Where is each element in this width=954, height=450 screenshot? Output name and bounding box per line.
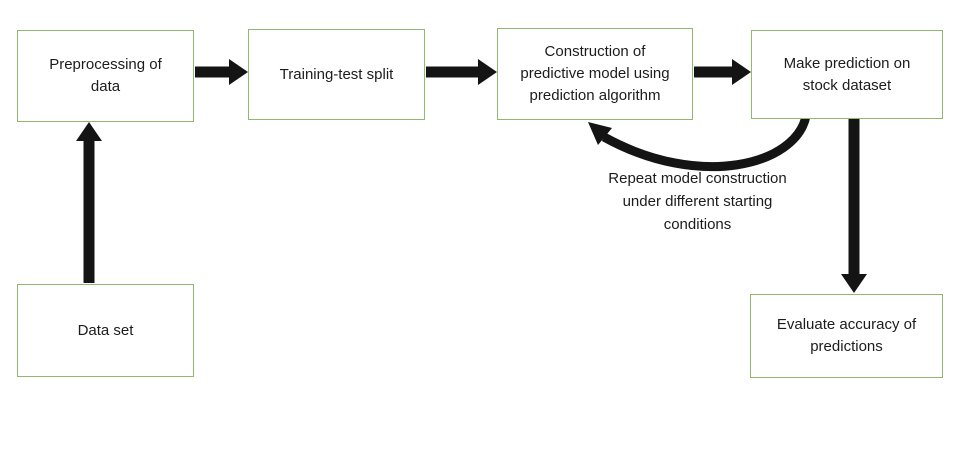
loop-annotation: Repeat model construction under differen…	[608, 170, 787, 233]
arrow-training-to-construction	[426, 59, 497, 85]
arrow-dataset-to-preprocessing	[76, 122, 102, 283]
arrow-prediction-to-evaluate	[841, 119, 867, 293]
node-data-set: Data set	[17, 284, 194, 377]
node-training-test-split: Training-test split	[248, 29, 425, 120]
arrow-construction-to-prediction	[694, 59, 751, 85]
node-construction-predictive-model: Construction of predictive model using p…	[497, 28, 693, 120]
arrow-repeat-loop	[588, 114, 811, 172]
arrow-preprocessing-to-training	[195, 59, 248, 85]
node-preprocessing: Preprocessing of data	[17, 30, 194, 122]
node-evaluate-accuracy: Evaluate accuracy of predictions	[750, 294, 943, 378]
node-make-prediction: Make prediction on stock dataset	[751, 30, 943, 119]
